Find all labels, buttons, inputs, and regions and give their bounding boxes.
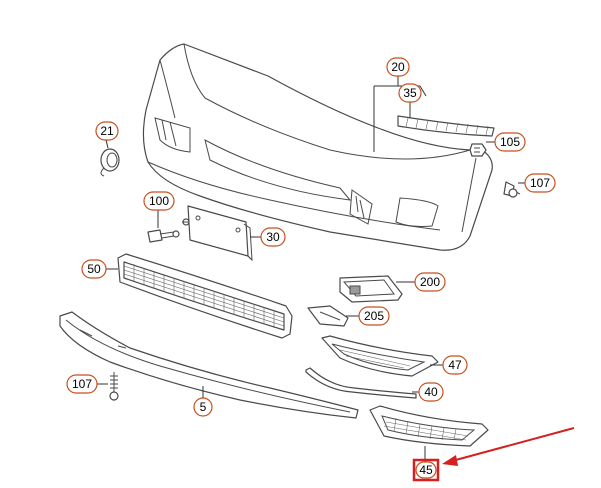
highlight-arrow [442, 427, 575, 466]
clip-100 [147, 218, 190, 243]
callout-100[interactable]: 100 [143, 191, 175, 211]
bumper-cover [142, 43, 493, 251]
screw-107-right [503, 181, 521, 198]
callout-30-label: 30 [266, 230, 280, 244]
clip-105 [469, 143, 487, 157]
license-bracket-30 [187, 205, 253, 262]
callout-107-right-label: 107 [530, 176, 550, 190]
callout-107-left[interactable]: 107 [66, 374, 98, 394]
callout-200-label: 200 [420, 275, 440, 289]
callout-107-left-label: 107 [72, 377, 92, 391]
callout-5[interactable]: 5 [193, 397, 213, 417]
callout-105[interactable]: 105 [494, 132, 526, 152]
callout-50[interactable]: 50 [81, 259, 107, 279]
screw-107-left [109, 372, 119, 401]
callout-100-label: 100 [149, 194, 169, 208]
fog-bracket-200 [339, 275, 403, 303]
callout-35[interactable]: 35 [398, 83, 422, 103]
fog-grille-47 [321, 335, 439, 377]
fog-grille-45 [369, 405, 489, 447]
callout-200[interactable]: 200 [414, 272, 446, 292]
spoiler-5 [59, 311, 359, 419]
callout-40-label: 40 [424, 385, 438, 399]
cap-205 [307, 305, 349, 327]
callout-35-label: 35 [403, 86, 417, 100]
tow-eye-cap-21 [100, 148, 120, 177]
callout-21[interactable]: 21 [95, 121, 119, 141]
callout-205-label: 205 [364, 309, 384, 323]
center-grille-50 [117, 253, 293, 339]
callout-47-label: 47 [448, 358, 462, 372]
callout-21-label: 21 [100, 124, 114, 138]
callout-20[interactable]: 20 [386, 57, 410, 77]
callout-40[interactable]: 40 [418, 382, 444, 402]
callout-45-label: 45 [419, 463, 433, 477]
highlight-box-45 [412, 458, 440, 482]
callout-50-label: 50 [87, 262, 101, 276]
trim-strip-35 [397, 115, 495, 137]
callout-105-label: 105 [500, 135, 520, 149]
callout-47[interactable]: 47 [442, 355, 468, 375]
callout-5-label: 5 [200, 400, 207, 414]
callout-20-label: 20 [391, 60, 405, 74]
callout-30[interactable]: 30 [260, 227, 286, 247]
callout-45[interactable]: 45 [415, 461, 437, 479]
callout-205[interactable]: 205 [358, 306, 390, 326]
trim-strip-40 [305, 367, 417, 399]
leader-lines [95, 76, 526, 462]
callout-107-right[interactable]: 107 [524, 173, 556, 193]
